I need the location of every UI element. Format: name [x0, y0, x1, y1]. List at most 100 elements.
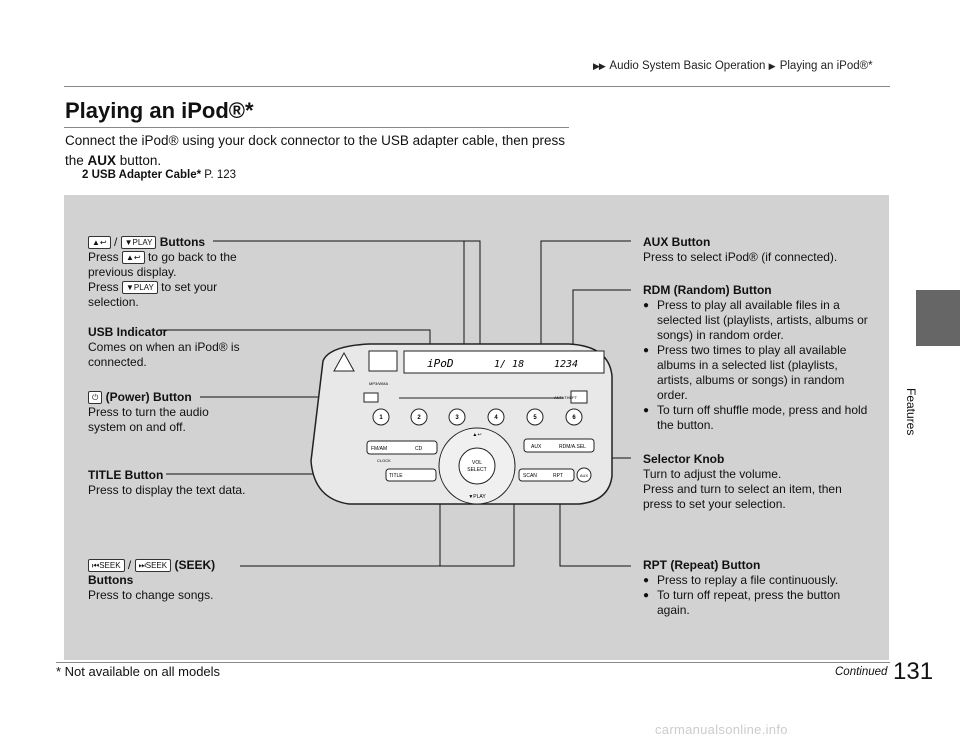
- seek-next-icon: ⏭SEEK: [134, 559, 172, 573]
- scan-rpt-button: [518, 468, 575, 482]
- title-button-shape: [385, 468, 437, 482]
- back-icon: ▲↩: [88, 236, 111, 250]
- xref-icon: 2: [82, 169, 89, 181]
- back-play-l2c: selection.: [88, 295, 139, 309]
- watermark: carmanualsonline.info: [655, 722, 788, 737]
- label-aux: AUX Button Press to select iPod® (if con…: [643, 235, 878, 265]
- rpt-bullet-2: To turn off repeat, press the button aga…: [643, 588, 863, 618]
- back-play-l2a: Press: [88, 280, 123, 294]
- display-text: iPoD: [427, 357, 454, 370]
- seek-text: Press to change songs.: [88, 588, 214, 602]
- continued-label: Continued: [835, 666, 888, 678]
- svg-text:RPT: RPT: [553, 473, 563, 479]
- svg-text:AUX: AUX: [580, 473, 589, 478]
- power-button-shape: [363, 392, 379, 403]
- anti-theft-label: ANTI THEFT: [554, 395, 578, 400]
- breadcrumb-section: Audio System Basic Operation: [609, 60, 766, 72]
- xref-label: USB Adapter Cable*: [91, 169, 202, 181]
- side-tab: [916, 290, 960, 346]
- radio-display: [403, 350, 605, 374]
- label-rdm: RDM (Random) Button Press to play all av…: [643, 283, 875, 433]
- power-text: Press to turn the audio system on and of…: [88, 405, 209, 434]
- xref-page: P. 123: [201, 169, 237, 181]
- label-title: TITLE Button Press to display the text d…: [88, 468, 278, 498]
- cross-reference[interactable]: 2 USB Adapter Cable* P. 123: [82, 169, 236, 181]
- svg-text:5: 5: [533, 415, 537, 421]
- back-play-l1b: to go back to the: [144, 250, 237, 264]
- svg-text:4: 4: [494, 415, 498, 421]
- label-usb: USB Indicator Comes on when an iPod® is …: [88, 325, 263, 370]
- rdm-bullet-3: To turn off shuffle mode, press and hold…: [643, 403, 875, 433]
- breadcrumb: ▶▶ Audio System Basic Operation ▶ Playin…: [593, 60, 873, 72]
- footnote: * Not available on all models: [56, 664, 221, 679]
- hazard-icon: [333, 351, 355, 372]
- selector-knob: [458, 447, 496, 485]
- intro-text: Connect the iPod® using your dock connec…: [65, 131, 575, 171]
- knob-heading: Selector Knob: [643, 452, 725, 466]
- seek-slash: /: [124, 558, 135, 572]
- eject-button: [570, 390, 588, 404]
- svg-text:RDM/A.SEL: RDM/A.SEL: [559, 444, 586, 450]
- svg-text:TITLE: TITLE: [389, 473, 403, 479]
- knob-text-2: Press and turn to select an item, then p…: [643, 482, 842, 511]
- title-rule: [64, 127, 569, 128]
- aux-text: Press to select iPod® (if connected).: [643, 250, 838, 264]
- intro-aux: AUX: [87, 153, 117, 168]
- svg-text:3: 3: [455, 415, 459, 421]
- aux-rdm-button: [523, 438, 595, 453]
- rdm-bullet-1: Press to play all available files in a s…: [643, 298, 875, 343]
- title-text: Press to display the text data.: [88, 483, 246, 497]
- label-back-play: ▲↩ / ▼PLAY Buttons Press ▲↩ to go back t…: [88, 235, 268, 310]
- aux-jack: [576, 467, 592, 483]
- intro-part1: Connect the iPod® using your dock connec…: [65, 133, 565, 168]
- breadcrumb-arrow-icon: ▶▶: [593, 61, 606, 71]
- svg-text:6: 6: [572, 415, 576, 421]
- svg-text:SELECT: SELECT: [467, 467, 486, 473]
- breadcrumb-page: Playing an iPod®*: [779, 60, 873, 72]
- svg-text:▼PLAY: ▼PLAY: [468, 494, 486, 500]
- back-play-l1c: previous display.: [88, 265, 177, 279]
- header-rule: [64, 86, 890, 87]
- page-number: 131: [893, 658, 934, 685]
- rdm-bullet-2: Press two times to play all available al…: [643, 343, 875, 403]
- knob-text-1: Turn to adjust the volume.: [643, 467, 782, 481]
- radio-unit: iPoD 1/ 18 1234 MP3/WMA ANTI THEFT 1 2 3 4…: [310, 343, 613, 505]
- svg-text:SCAN: SCAN: [523, 473, 537, 479]
- preset-buttons: [372, 408, 583, 426]
- page-title: Playing an iPod®*: [65, 98, 254, 123]
- usb-heading: USB Indicator: [88, 325, 168, 339]
- fm-am-cd-button: [366, 440, 438, 455]
- svg-text:2: 2: [417, 415, 421, 421]
- back-icon-inline: ▲↩: [122, 251, 145, 265]
- leader-rpt: [559, 482, 631, 567]
- svg-text:VOL: VOL: [472, 460, 482, 466]
- display-track: 1/ 18: [494, 359, 524, 370]
- usb-text: Comes on when an iPod® is connected.: [88, 340, 240, 369]
- mp3-label: MP3/WMA: [369, 381, 388, 386]
- breadcrumb-sep-icon: ▶: [768, 61, 776, 71]
- intro-part2: button.: [116, 153, 162, 168]
- back-play-l2b: to set your: [157, 280, 218, 294]
- title-heading: TITLE Button: [88, 468, 164, 482]
- play-icon-inline: ▼PLAY: [122, 281, 158, 295]
- slash: /: [110, 235, 121, 249]
- label-rpt: RPT (Repeat) Button Press to replay a fi…: [643, 558, 863, 618]
- back-play-l1a: Press: [88, 250, 123, 264]
- rpt-heading: RPT (Repeat) Button: [643, 558, 761, 572]
- svg-text:▲↩: ▲↩: [472, 432, 481, 438]
- svg-text:AUX: AUX: [531, 444, 542, 450]
- rpt-bullet-1: Press to replay a file continuously.: [643, 573, 863, 588]
- rdm-heading: RDM (Random) Button: [643, 283, 772, 297]
- svg-text:FM/AM: FM/AM: [371, 446, 387, 452]
- seek-prev-icon: ⏮SEEK: [88, 559, 125, 573]
- back-play-heading: Buttons: [156, 235, 206, 249]
- power-heading: (Power) Button: [102, 390, 192, 404]
- aux-heading: AUX Button: [643, 235, 711, 249]
- play-icon: ▼PLAY: [120, 236, 157, 250]
- power-icon: ⏻: [88, 391, 103, 405]
- svg-text:1: 1: [379, 415, 383, 421]
- display-time: 1234: [554, 359, 578, 370]
- footer-rule: [56, 662, 890, 663]
- label-knob: Selector Knob Turn to adjust the volume.…: [643, 452, 873, 512]
- label-power: ⏻ (Power) Button Press to turn the audio…: [88, 390, 238, 435]
